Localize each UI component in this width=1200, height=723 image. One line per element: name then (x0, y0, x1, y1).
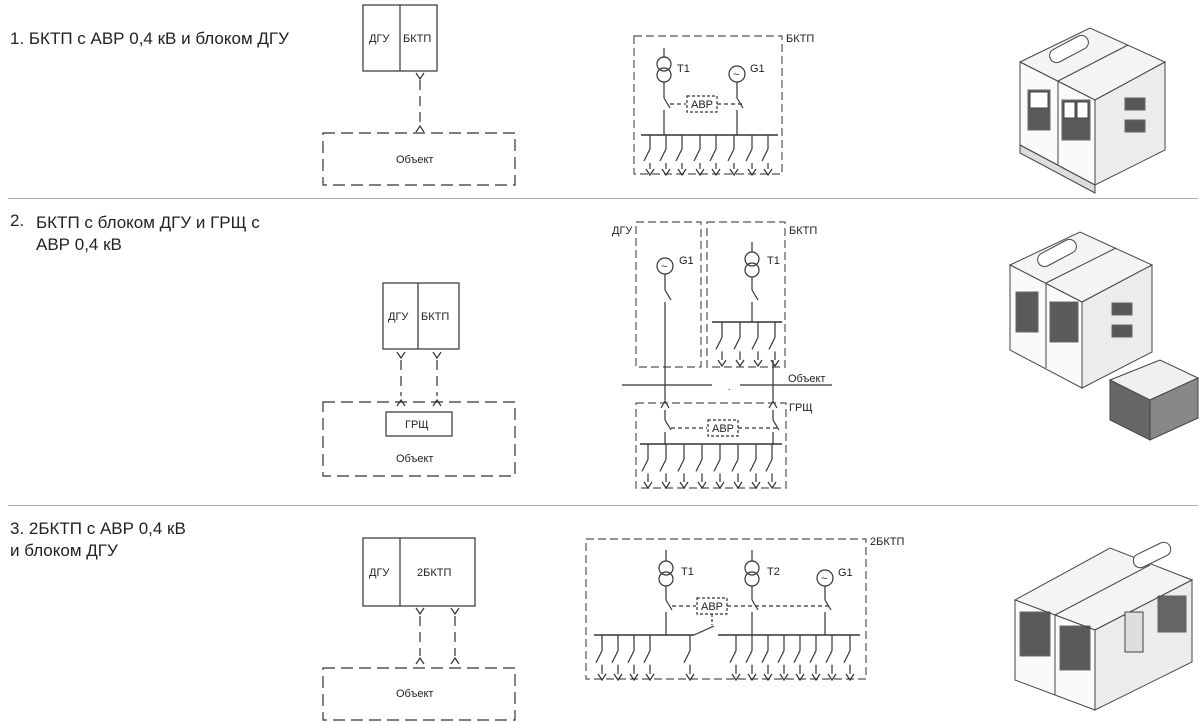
feeder-breaker (677, 444, 689, 490)
feeder-breaker (729, 635, 741, 682)
object-box (322, 132, 516, 186)
row-2-schematic: ДГУ БКТП ~ G1 Т1 . Объект ГРЩ АВР (612, 221, 832, 490)
row-2-title: БКТП с блоком ДГУ и ГРЩ с АВР 0,4 кВ (36, 213, 260, 254)
dgu-label: ДГУ (369, 567, 390, 579)
feeder-breaker (825, 635, 837, 682)
feeder-breaker (749, 444, 761, 490)
svg-text:.: . (728, 382, 731, 392)
row-1-schematic: БКТП Т1 ~ G1 АВР (633, 33, 814, 177)
feeder-breaker (659, 135, 671, 177)
dgu-label: ДГУ (369, 33, 390, 45)
row-2-substation-illustration (1008, 231, 1200, 441)
feeder-breaker (733, 322, 745, 368)
t1-label: Т1 (677, 63, 690, 75)
bktp2-label: 2БКТП (870, 536, 904, 548)
feeder-breaker (745, 635, 757, 682)
bktp-label: БКТП (786, 33, 814, 45)
feeder-breaker (765, 444, 777, 490)
bktp-label: БКТП (403, 33, 431, 45)
feeder-breaker (751, 322, 763, 368)
row-1-block-diagram: ДГУ БКТП Объект (322, 4, 516, 186)
g1-label: G1 (679, 255, 694, 267)
t2-label: Т2 (767, 566, 780, 578)
g1-label: G1 (838, 567, 853, 579)
dgu-label: ДГУ (388, 311, 409, 323)
row-3-block-diagram: ДГУ 2БКТП Объект (322, 537, 516, 721)
svg-text:~: ~ (733, 69, 739, 81)
feeder-breaker (843, 635, 855, 682)
bktp-label: БКТП (421, 311, 449, 323)
object-label: Объект (396, 453, 433, 465)
feeder-breaker (641, 444, 653, 490)
object-label: Объект (396, 688, 433, 700)
feeder-breaker (809, 635, 821, 682)
feeder-breaker (611, 635, 623, 682)
grsch-box (385, 411, 453, 437)
feeder-breaker (595, 635, 607, 682)
svg-text:~: ~ (821, 573, 827, 585)
feeder-breaker (683, 635, 695, 682)
row-1-substation-illustration (1018, 27, 1167, 194)
bktp-label: БКТП (789, 225, 817, 237)
t1-label: Т1 (681, 566, 694, 578)
feeder-breaker (727, 135, 739, 177)
grsch-label: ГРЩ (789, 402, 813, 414)
t1-label: Т1 (767, 255, 780, 267)
row-3-substation-illustration (1013, 541, 1194, 711)
feeder-breaker (777, 635, 789, 682)
row-3-schematic: 2БКТП Т1 Т2 ~ G1 АВР (585, 536, 904, 682)
feeder-breaker (731, 444, 743, 490)
g1-label: G1 (750, 63, 765, 75)
feeder-breaker (659, 444, 671, 490)
feeder-breaker (627, 635, 639, 682)
feeder-breaker (793, 635, 805, 682)
object-label: Объект (788, 373, 825, 385)
row-2-block-diagram: ДГУ БКТП ГРЩ Объект (322, 282, 516, 477)
row-separator (8, 198, 1198, 199)
feeder-breaker (709, 135, 721, 177)
feeder-breaker (715, 322, 727, 368)
row-2-number: 2. (10, 211, 25, 230)
row-1-title: 1. БКТП с АВР 0,4 кВ и блоком ДГУ (10, 29, 289, 48)
feeder-breaker (693, 135, 705, 177)
feeder-breaker (768, 322, 780, 368)
row-separator (8, 505, 1198, 506)
feeder-breaker (695, 444, 707, 490)
feeder-breaker (761, 635, 773, 682)
grsch-label: ГРЩ (405, 419, 429, 431)
feeder-breaker (643, 635, 655, 682)
feeder-breaker (745, 135, 757, 177)
feeder-breaker (761, 135, 773, 177)
feeder-breaker (713, 444, 725, 490)
bktp2-label: 2БКТП (417, 567, 451, 579)
avr-label: АВР (691, 99, 713, 111)
feeder-breaker (643, 135, 655, 177)
feeder-breaker (675, 135, 687, 177)
object-label: Объект (396, 154, 433, 166)
avr-label: АВР (701, 601, 723, 613)
svg-text:~: ~ (661, 261, 667, 273)
row-3-title: 3. 2БКТП с АВР 0,4 кВ и блоком ДГУ (10, 519, 186, 560)
avr-label: АВР (712, 423, 734, 435)
dgu-label: ДГУ (612, 225, 633, 237)
